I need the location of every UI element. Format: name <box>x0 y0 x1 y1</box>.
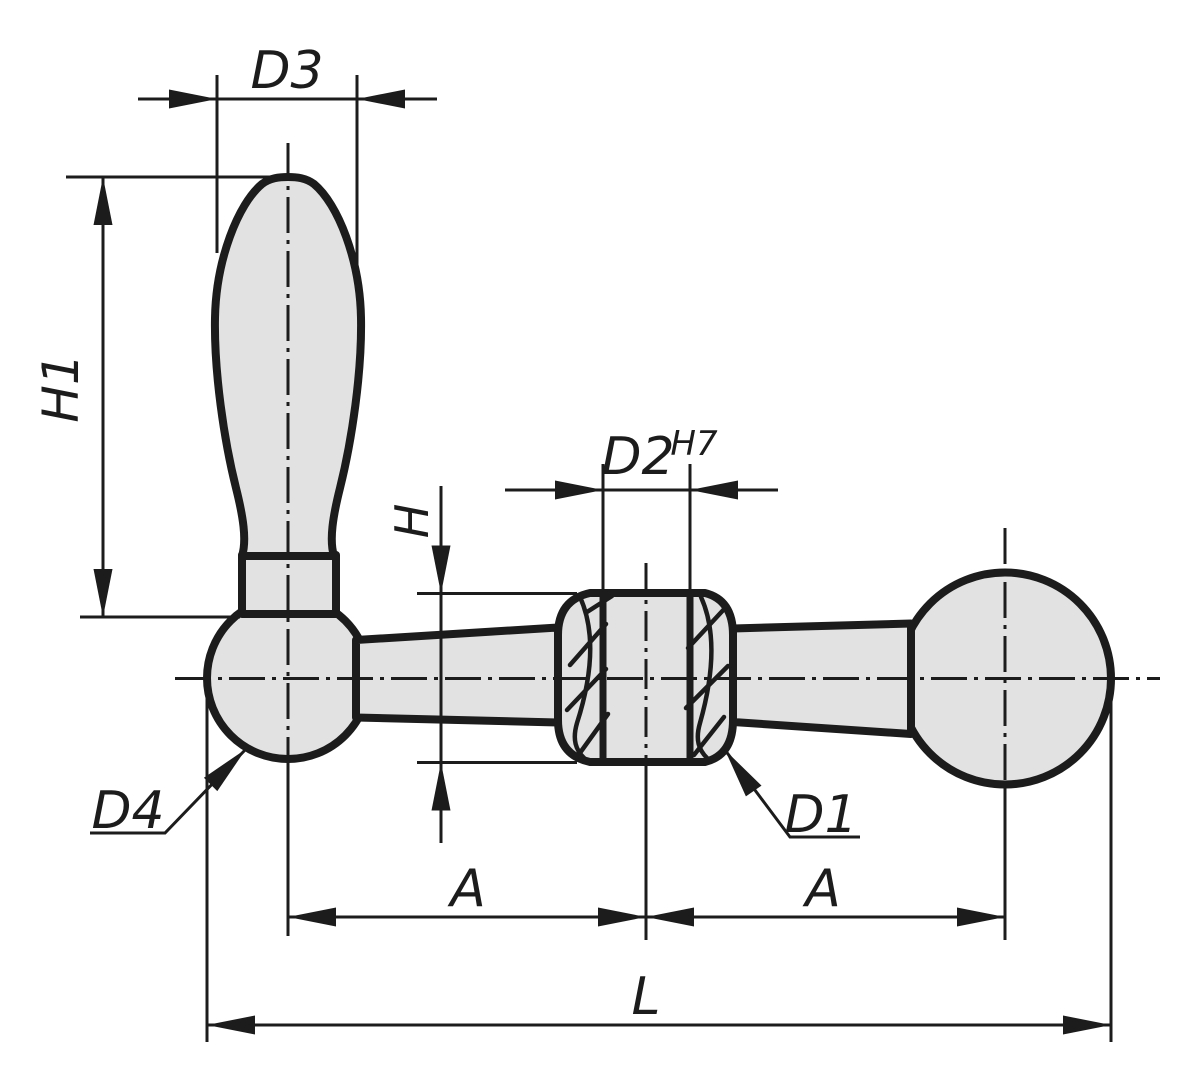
hub-surface-hatch <box>564 593 731 761</box>
centerlines <box>175 143 1160 790</box>
arrowhead <box>598 907 646 927</box>
arrowhead <box>357 89 405 109</box>
left-arm <box>352 623 562 727</box>
arrowhead <box>93 177 113 225</box>
arrowhead <box>1063 1015 1111 1035</box>
dim-label-d3: D3 <box>250 41 323 101</box>
arrowhead <box>555 480 603 500</box>
dim-label-a-left: A <box>447 859 486 919</box>
dimension-h1: H1 <box>32 175 292 619</box>
dim-label-h1: H1 <box>32 353 90 422</box>
arrowhead <box>93 569 113 617</box>
arrowhead <box>957 907 1005 927</box>
dim-label-a-right: A <box>802 859 841 919</box>
arrowhead <box>725 750 762 797</box>
dim-label-d4: D4 <box>91 781 164 841</box>
dim-label-d2: D2 <box>601 427 674 487</box>
dimension-d3: D3 <box>138 41 437 268</box>
arrowhead <box>431 762 451 811</box>
dimension-a-right: A <box>646 790 1007 940</box>
dim-label-d1: D1 <box>784 785 857 845</box>
leader-d4: D4 <box>90 747 248 841</box>
dimension-h: H <box>385 486 577 843</box>
dim-label-d2-tolerance: H7 <box>670 424 718 464</box>
arrowhead <box>690 480 738 500</box>
arrowhead <box>646 907 694 927</box>
dimension-d2: D2 H7 <box>505 424 778 592</box>
dimension-a-left: A <box>286 762 648 940</box>
arrowhead <box>169 89 217 109</box>
dim-label-h: H <box>385 504 439 539</box>
dimension-l: L <box>205 673 1113 1042</box>
dim-label-l: L <box>632 967 661 1027</box>
arrowhead <box>207 1015 255 1035</box>
arrowhead <box>431 545 451 594</box>
arrowhead <box>203 749 246 792</box>
leader-d1: D1 <box>723 749 860 845</box>
arrowhead <box>288 907 336 927</box>
